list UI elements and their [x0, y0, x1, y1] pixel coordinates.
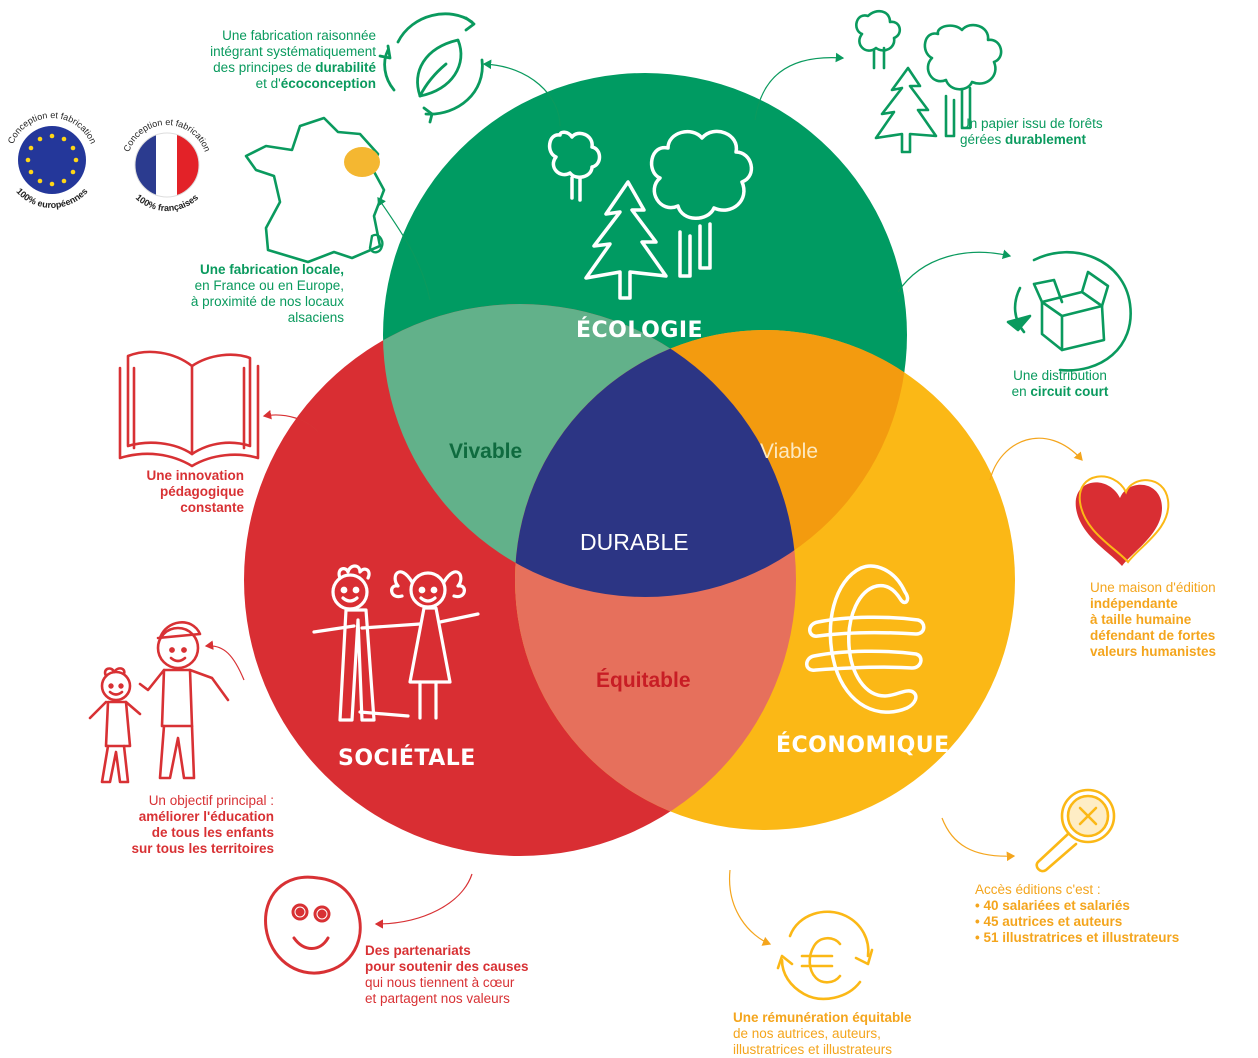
note-bold: • 40 salariées et salariés [975, 898, 1130, 913]
smiley-icon [264, 875, 362, 975]
note-line: gérées durablement [960, 132, 1160, 148]
heart-icon [1075, 475, 1170, 566]
note-bold: de tous les enfants [151, 825, 274, 840]
note-innovation: Une innovation pédagogique constante [80, 468, 245, 516]
note-line: de nos autrices, auteurs, [733, 1026, 881, 1041]
note-bold: circuit court [1030, 384, 1109, 399]
note-line: illustratrices et illustrateurs [733, 1042, 893, 1057]
note-bold: durabilité [315, 60, 376, 75]
note-bold: Une fabrication locale, [199, 262, 344, 277]
note-line: qui nous tiennent à cœur [365, 975, 515, 990]
arrow-magnifier [941, 817, 1016, 862]
family-icon [88, 621, 230, 784]
note-line: Une innovation [146, 468, 245, 483]
note-fabrication-raisonnee: Une fabrication raisonnée intégrant syst… [150, 28, 376, 92]
open-book-icon [118, 350, 260, 468]
france-map-icon [244, 116, 386, 264]
note-line: en circuit court [990, 384, 1130, 400]
euro-icon [805, 564, 926, 714]
magnifier-icon [1035, 788, 1116, 873]
arrow-book [262, 409, 319, 433]
note-bold: Une rémunération équitable [733, 1010, 912, 1025]
note-objectif: Un objectif principal : améliorer l'éduc… [60, 793, 274, 857]
arrow-heart [989, 437, 1083, 481]
note-line: Un papier issu de forêts [960, 116, 1103, 131]
note-bold: durablement [1005, 132, 1087, 147]
note-text: gérées [960, 132, 1006, 147]
note-text: et d' [255, 76, 281, 91]
arrow-box [897, 249, 1012, 293]
note-partenariats: Des partenariats pour soutenir des cause… [365, 943, 575, 1007]
note-bold: défendant de fortes [1090, 628, 1216, 643]
arrow-euro-cycle [729, 869, 772, 946]
note-remuneration: Une rémunération équitable de nos autric… [733, 1010, 973, 1058]
note-bold: Des partenariats [365, 943, 471, 958]
note-line: pédagogique [160, 484, 244, 499]
forest-icon [855, 9, 1003, 154]
note-text: en [1011, 384, 1031, 399]
note-line: Une fabrication raisonnée [222, 28, 376, 43]
note-fabrication-locale: Une fabrication locale, en France ou en … [130, 262, 344, 326]
note-distribution: Une distribution en circuit court [990, 368, 1130, 400]
note-bold: valeurs humanistes [1090, 644, 1217, 659]
arrow-map [377, 197, 431, 301]
france-badge-icon: Conception et fabrication 100% française… [122, 117, 213, 213]
trees-icon [547, 129, 754, 300]
arrow-leaf [482, 59, 561, 127]
note-line: constante [180, 500, 244, 515]
vivable-label: Vivable [449, 440, 523, 463]
note-bold: améliorer l'éducation [138, 809, 274, 824]
eu-badge-icon: Conception et fabrication 100% européenn… [6, 110, 99, 210]
note-line: et d'écoconception [150, 76, 376, 92]
note-line: Un objectif principal : [148, 793, 274, 808]
note-line: alsaciens [287, 310, 344, 325]
equitable-label: Équitable [596, 669, 691, 692]
note-bold: pour soutenir des causes [365, 959, 529, 974]
ecologie-label: ÉCOLOGIE [576, 318, 704, 343]
note-bold: • 45 autrices et auteurs [975, 914, 1123, 929]
note-bold: • 51 illustratrices et illustrateurs [975, 930, 1180, 945]
note-bold: indépendante [1090, 596, 1178, 611]
note-line: et partagent nos valeurs [365, 991, 510, 1006]
economique-label: ÉCONOMIQUE [776, 733, 950, 758]
note-acces: Accès éditions c'est : • 40 salariées et… [975, 882, 1237, 946]
note-line: en France ou en Europe, [194, 278, 344, 293]
arrow-smiley [374, 873, 473, 929]
note-text: des principes de [213, 60, 316, 75]
note-line: Une distribution [1013, 368, 1107, 383]
note-bold: à taille humaine [1090, 612, 1192, 627]
note-line: Accès éditions c'est : [975, 882, 1101, 897]
note-line: à proximité de nos locaux [190, 294, 344, 309]
leaf-cycle-icon [378, 12, 484, 124]
box-cycle-icon [1006, 250, 1132, 372]
note-line: des principes de durabilité [150, 60, 376, 76]
note-line: intégrant systématiquement [210, 44, 376, 59]
viable-label: Viable [760, 440, 818, 463]
note-bold: sur tous les territoires [131, 841, 274, 856]
durable-label: DURABLE [580, 529, 689, 555]
arrow-forest [754, 52, 845, 121]
note-papier: Un papier issu de forêts gérées durablem… [960, 116, 1160, 148]
societale-label: SOCIÉTALE [338, 746, 476, 771]
note-bold: écoconception [280, 76, 376, 91]
note-maison: Une maison d'édition indépendante à tail… [1090, 580, 1256, 660]
arrow-family [204, 640, 245, 681]
euro-cycle-icon [776, 910, 874, 1001]
note-line: Une maison d'édition [1090, 580, 1216, 595]
children-icon [312, 564, 480, 722]
